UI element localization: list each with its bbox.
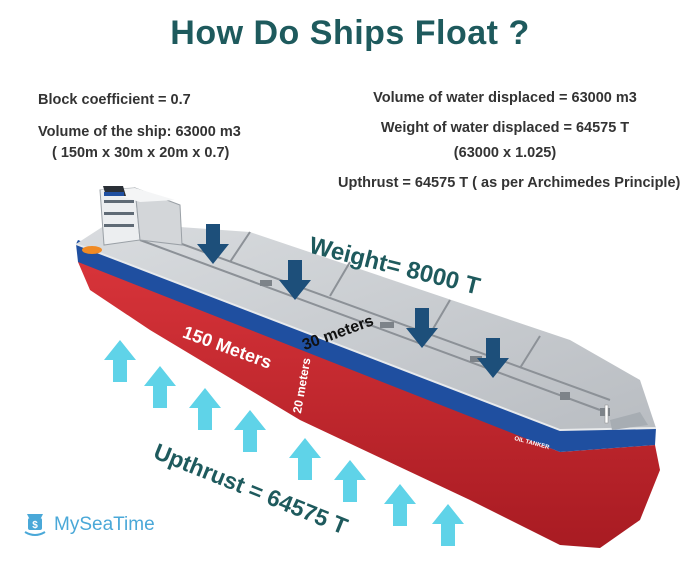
weight-arrow: [477, 338, 509, 378]
weight-displaced-text: Weight of water displaced = 64575 T: [380, 120, 630, 136]
weight-arrows: [197, 224, 509, 378]
svg-text:$: $: [32, 520, 38, 531]
upthrust-arrow: [104, 340, 136, 382]
upthrust-arrow: [234, 410, 266, 452]
upthrust-note-text: Upthrust = 64575 T ( as per Archimedes P…: [338, 175, 681, 191]
ship-volume-text: Volume of the ship: 63000 m3: [38, 124, 241, 140]
weight-calc-text: (63000 x 1.025): [453, 145, 557, 161]
deck-pipes: [139, 231, 611, 411]
superstructure: [82, 186, 183, 254]
hull-blue-band: [76, 240, 656, 452]
upthrust-arrow: [334, 460, 366, 502]
upthrust-arrow: [384, 484, 416, 526]
upthrust-arrow: [432, 504, 464, 546]
upthrust-arrow: [144, 366, 176, 408]
volume-displaced-text: Volume of water displaced = 63000 m3: [373, 90, 637, 106]
ship-logo-icon: $: [24, 514, 46, 536]
upthrust-arrow: [189, 388, 221, 430]
ship-volume-calc-text: ( 150m x 30m x 20m x 0.7): [52, 145, 230, 161]
upthrust-arrows: [104, 340, 464, 546]
upthrust-arrow: [289, 438, 321, 480]
hull-red: [78, 258, 660, 548]
block-coefficient-text: Block coefficient = 0.7: [38, 92, 191, 108]
weight-arrow: [279, 260, 311, 300]
page-title: How Do Ships Float ?: [170, 14, 530, 52]
weight-arrow: [197, 224, 229, 264]
logo: $ MySeaTime: [22, 512, 155, 538]
logo-text: MySeaTime: [54, 514, 155, 535]
weight-arrow: [406, 308, 438, 348]
